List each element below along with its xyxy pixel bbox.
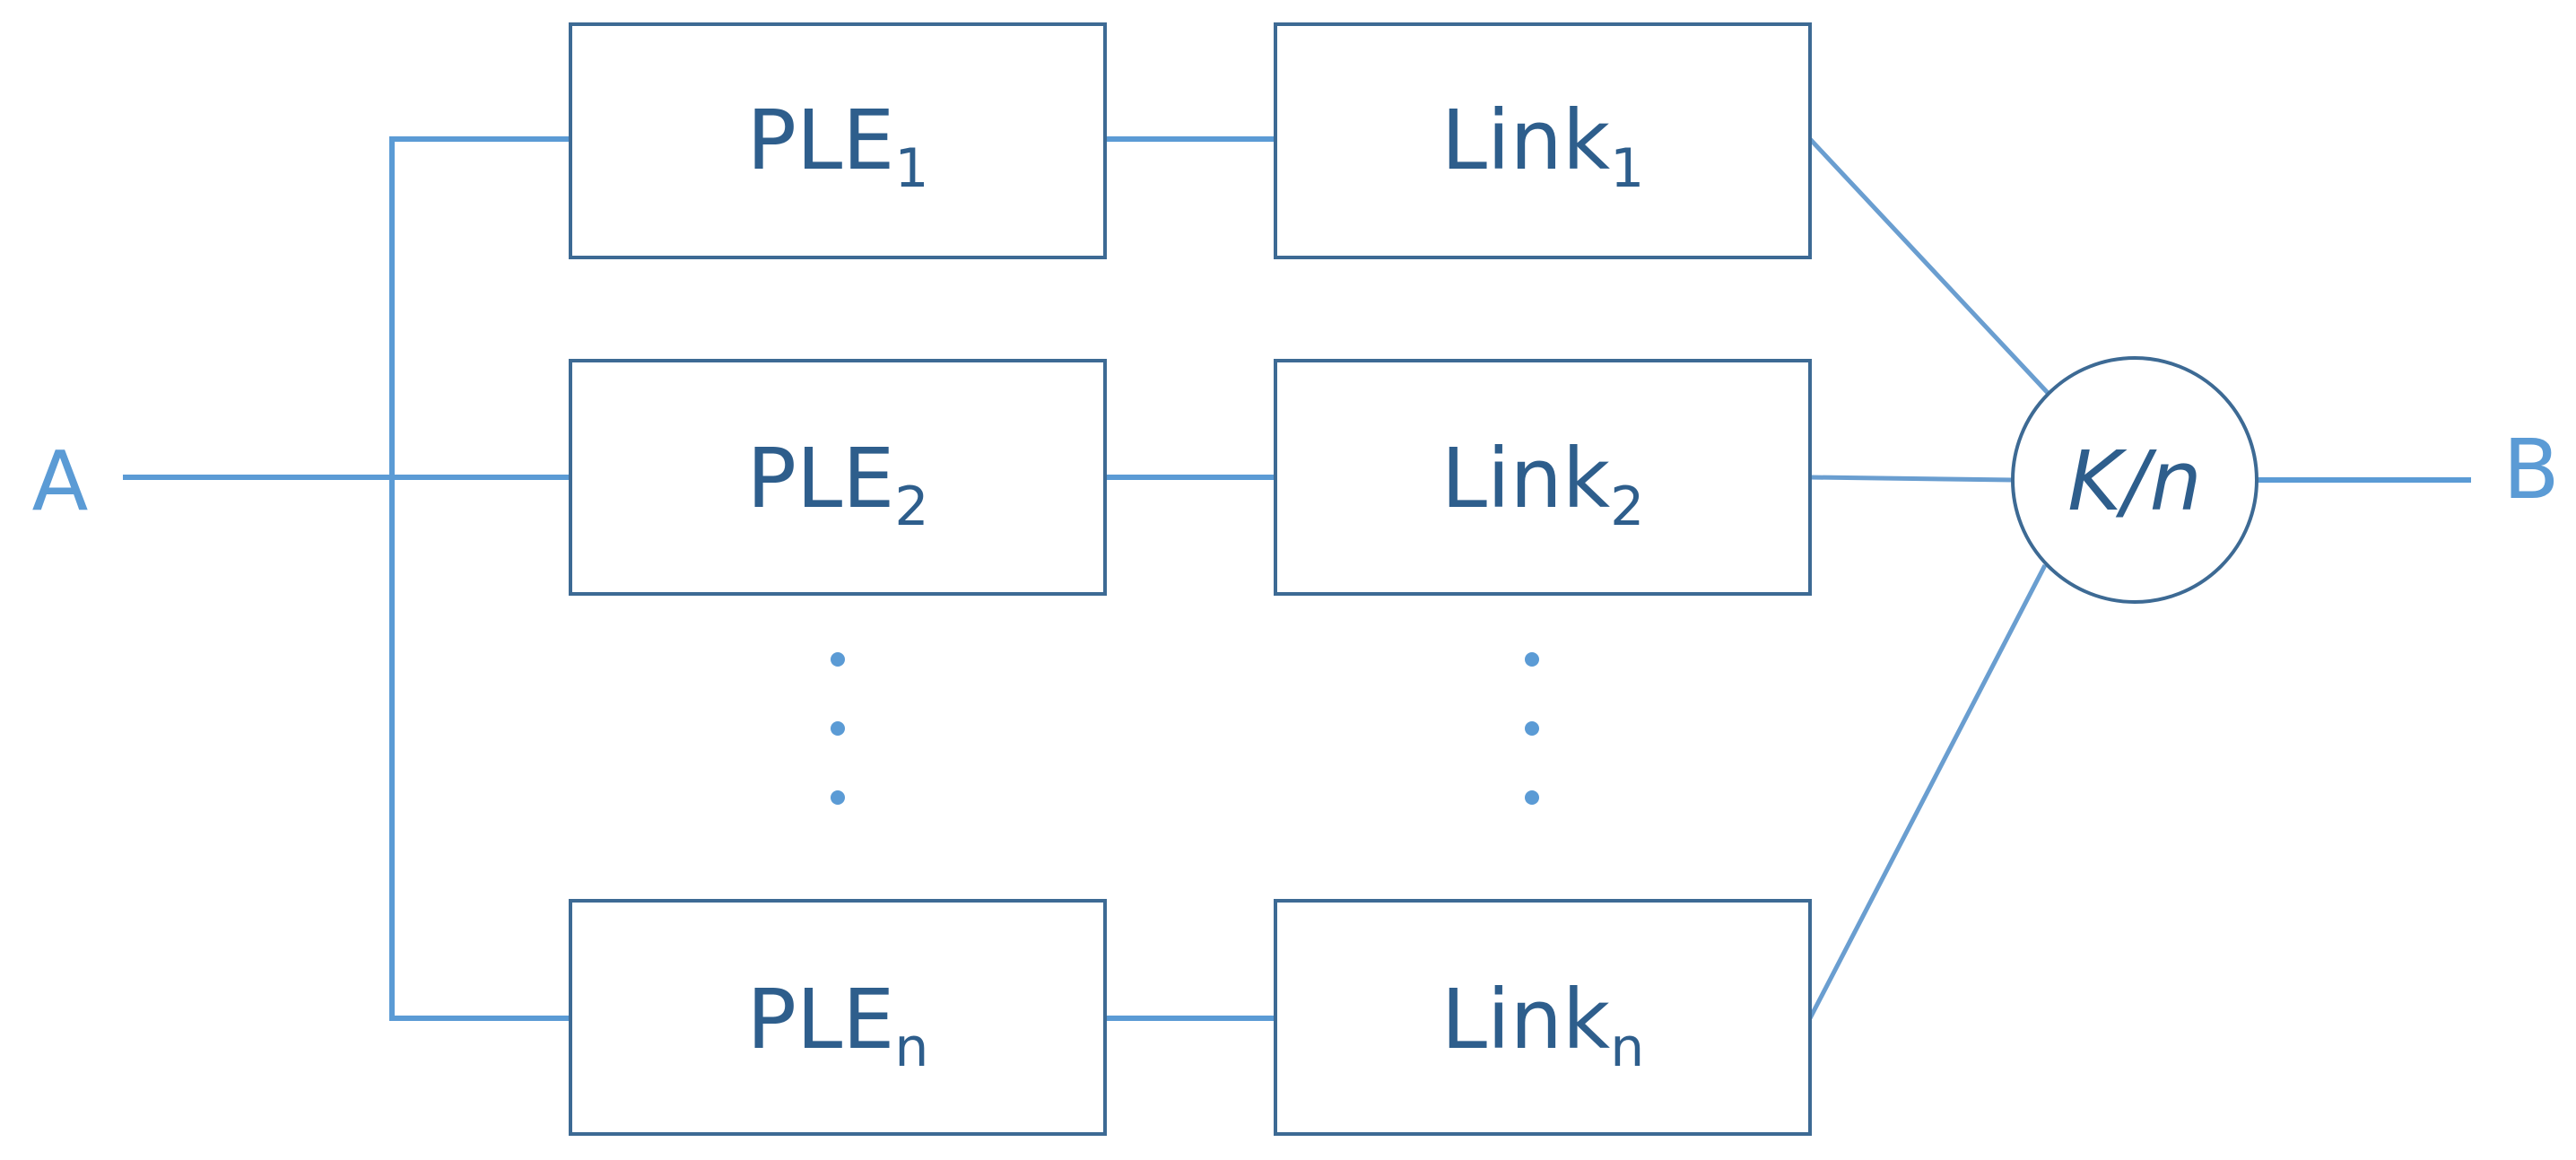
ellipsis-dot	[831, 652, 845, 667]
link-box-2	[1274, 359, 1812, 596]
ellipsis-dot	[1525, 721, 1539, 736]
link-label-2: Link2	[1441, 431, 1645, 538]
terminal-b-label: B	[2502, 422, 2559, 518]
ple-label-n: PLEn	[747, 972, 929, 1079]
terminal-a-label: A	[32, 433, 89, 529]
ple-link-wires	[1105, 136, 1275, 1021]
ple-column: PLE1 PLE2 PLEn	[569, 22, 1107, 1136]
voter-node	[2011, 356, 2258, 604]
wire-link-n-to-voter	[1807, 563, 2048, 1020]
link-box-1	[1274, 22, 1812, 259]
ellipsis-dot	[831, 721, 845, 736]
ellipsis-dot	[831, 790, 845, 805]
link-box-n	[1274, 899, 1812, 1136]
wire-link-2-to-voter	[1809, 475, 2015, 483]
input-bus	[123, 136, 570, 1021]
ellipsis-dot	[1525, 652, 1539, 667]
link-label-1: Link1	[1441, 92, 1645, 200]
voter-label: K/n	[2067, 433, 2202, 529]
ellipsis-dot	[1525, 790, 1539, 805]
link-voter-wires	[1807, 137, 2471, 1020]
ple-label-1: PLE1	[746, 92, 928, 200]
link-column: Link1 Link2 Linkn	[1274, 22, 1812, 1136]
ple-box-2	[569, 359, 1107, 596]
ple-box-n	[569, 899, 1107, 1136]
ellipsis-ple	[831, 652, 845, 805]
ellipsis-link	[1525, 652, 1539, 805]
wire-link-1-to-voter	[1808, 137, 2051, 397]
ple-label-2: PLE2	[746, 431, 928, 538]
link-label-n: Linkn	[1441, 972, 1644, 1079]
ple-box-1	[569, 22, 1107, 259]
